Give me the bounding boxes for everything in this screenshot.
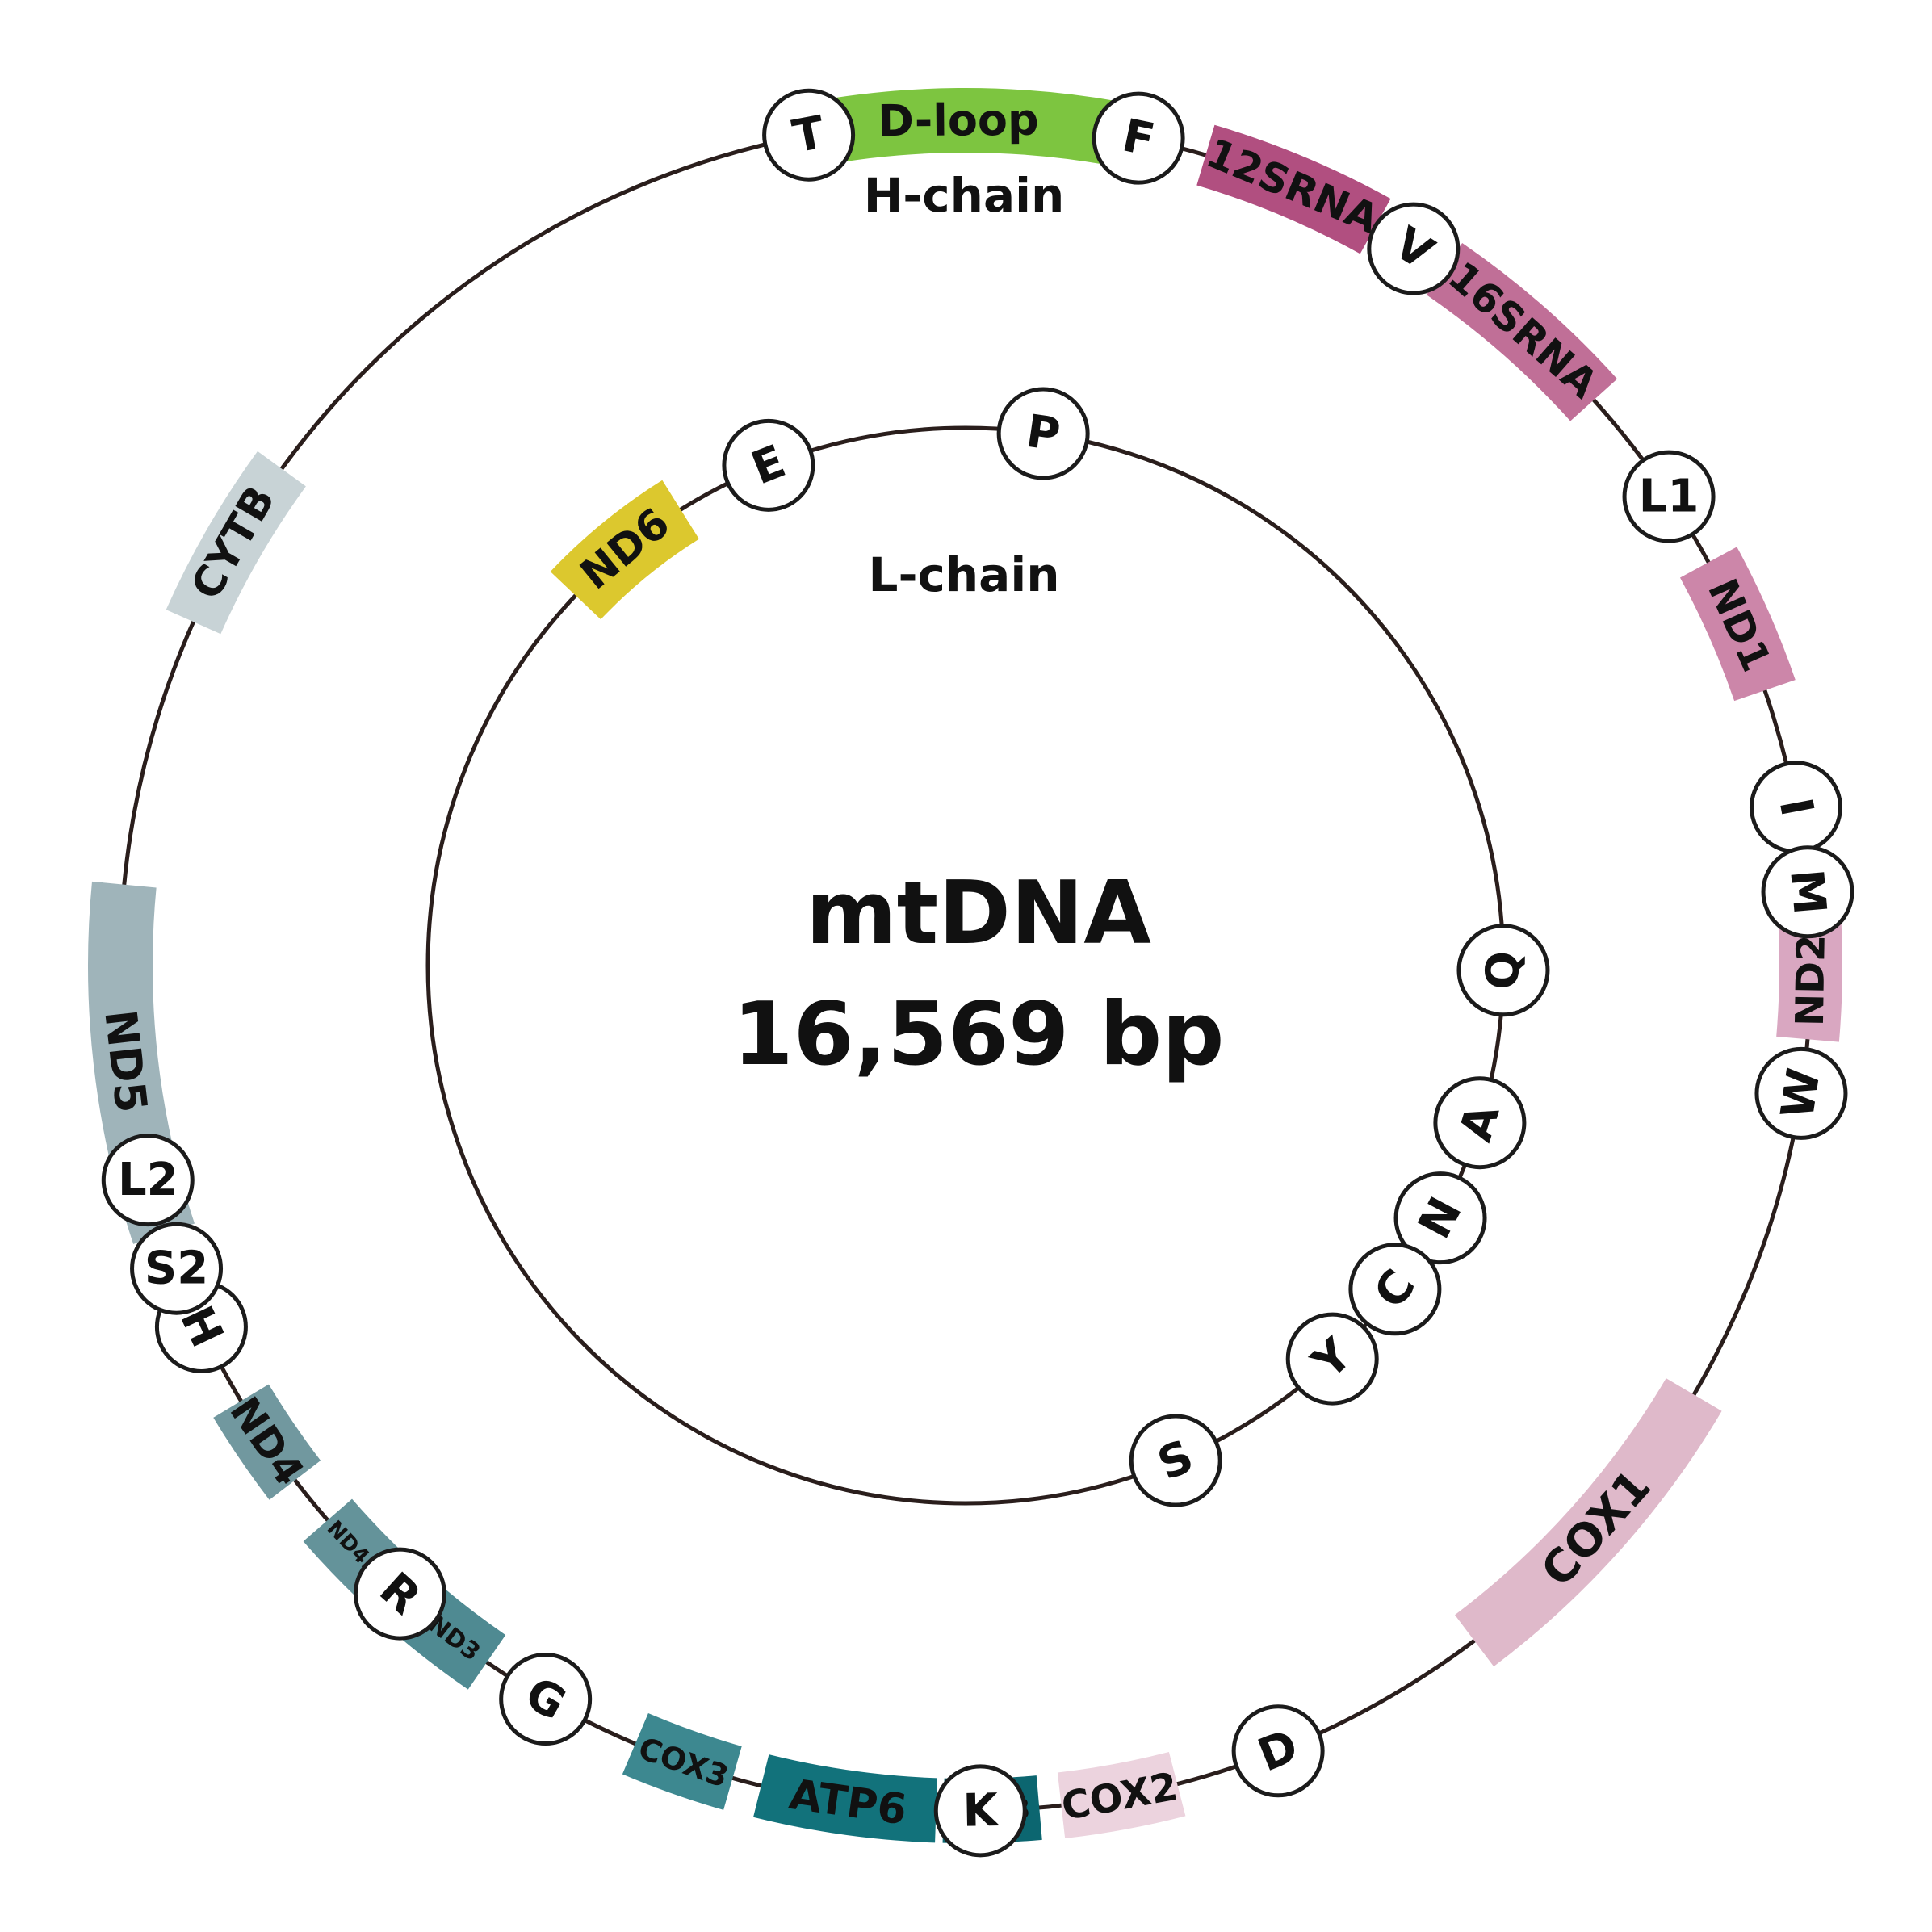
- trna-k: K: [933, 1764, 1027, 1858]
- gene-block-16srna: [1426, 242, 1618, 421]
- gene-nd1: ND1: [1679, 547, 1796, 702]
- genome-size: 16,569 bp: [733, 984, 1225, 1085]
- h-chain-label: H-chain: [864, 168, 1065, 223]
- trna-r: R: [353, 1547, 446, 1641]
- trna-label-p: P: [1023, 405, 1063, 462]
- trna-circle-s2: [130, 1222, 224, 1315]
- gene-block-nd2: [1776, 920, 1842, 1042]
- trna-circle-k: [933, 1764, 1027, 1858]
- trna-circle-r: [353, 1547, 446, 1641]
- trna-circle-m: [1761, 845, 1854, 939]
- genome-title: mtDNA: [806, 863, 1151, 964]
- trna-circle-n: [1393, 1171, 1487, 1265]
- outer-gene-blocks: D-loop12SRNA16SRNAND1ND2COX1COX2ATP8ATP6…: [87, 88, 1842, 1843]
- trna-c: C: [1348, 1243, 1442, 1336]
- gene-cytb: CYTB: [166, 451, 306, 635]
- trna-circle-c: [1348, 1243, 1442, 1336]
- trna-circle-a: [1433, 1076, 1527, 1170]
- trna-e: E: [722, 418, 815, 512]
- gene-cox3: COX3: [622, 1713, 742, 1810]
- trna-label-k: K: [962, 1784, 1000, 1838]
- trna-t: T: [762, 88, 856, 182]
- trna-a: A: [1433, 1076, 1527, 1170]
- trna-w: W: [1754, 1046, 1848, 1140]
- gene-12srna: 12SRNA: [1196, 124, 1391, 254]
- trna-d: D: [1231, 1704, 1325, 1798]
- trna-l1: L1: [1622, 450, 1716, 543]
- trna-m: M: [1761, 845, 1854, 939]
- trna-label-m: M: [1779, 867, 1836, 916]
- trna-circle-f: [1092, 91, 1185, 185]
- gene-label-nd5: ND5: [94, 1008, 157, 1116]
- trna-g: G: [499, 1653, 593, 1746]
- trna-l2: L2: [101, 1134, 195, 1227]
- gene-nd2: ND2: [1776, 920, 1842, 1042]
- trna-circle-e: [722, 418, 815, 512]
- trna-i: I: [1749, 761, 1842, 854]
- trna-label-q: Q: [1477, 951, 1529, 990]
- gene-block-nd1: [1679, 547, 1796, 702]
- trna-f: F: [1092, 91, 1185, 185]
- trna-circle-t: [762, 88, 856, 182]
- trna-circle-l1: [1622, 450, 1716, 543]
- trna-circle-l2: [101, 1134, 195, 1227]
- gene-d-loop: D-loop: [798, 88, 1118, 168]
- trna-circle-q: [1456, 924, 1550, 1017]
- gene-block-12srna: [1196, 124, 1391, 254]
- trna-label-l1: L1: [1639, 471, 1699, 523]
- gene-16srna: 16SRNA: [1426, 242, 1618, 421]
- trna-circle-w: [1754, 1046, 1848, 1140]
- trna-n: N: [1393, 1171, 1487, 1265]
- trna-circle-s: [1129, 1414, 1222, 1507]
- gene-block-cox3: [622, 1713, 742, 1810]
- trna-v: V: [1367, 202, 1461, 295]
- trna-label-l2: L2: [118, 1154, 178, 1206]
- trna-circle-d: [1231, 1704, 1325, 1798]
- trna-label-w: W: [1771, 1065, 1831, 1122]
- trna-label-s2: S2: [145, 1243, 208, 1295]
- gene-block-nd4: [213, 1384, 321, 1500]
- trna-y: Y: [1285, 1312, 1379, 1406]
- gene-label-16srna: 16SRNA: [1440, 253, 1607, 408]
- gene-atp6: ATP6: [753, 1754, 937, 1843]
- gene-label-d-loop: D-loop: [878, 94, 1039, 147]
- trna-s2: S2: [130, 1222, 224, 1315]
- gene-block-d-loop: [798, 88, 1118, 168]
- gene-block-cox2: [1057, 1751, 1186, 1839]
- gene-cox1: COX1: [1455, 1378, 1722, 1667]
- gene-label-cytb: CYTB: [182, 478, 285, 608]
- trna-s: S: [1129, 1414, 1222, 1507]
- gene-block-atp6: [753, 1754, 937, 1843]
- gene-label-nd2: ND2: [1787, 934, 1834, 1026]
- trna-circle-g: [499, 1653, 593, 1746]
- trna-circle-p: [996, 387, 1090, 480]
- gene-cox2: COX2: [1057, 1751, 1186, 1839]
- gene-block-cytb: [166, 451, 306, 635]
- l-chain-label: L-chain: [868, 547, 1059, 602]
- trna-p: P: [996, 387, 1090, 480]
- gene-block-nd6: [550, 480, 699, 620]
- trna-circle-v: [1367, 202, 1461, 295]
- trna-q: Q: [1456, 924, 1550, 1017]
- gene-block-cox1: [1455, 1378, 1722, 1667]
- gene-nd4: ND4: [213, 1384, 321, 1500]
- trna-circle-y: [1285, 1312, 1379, 1406]
